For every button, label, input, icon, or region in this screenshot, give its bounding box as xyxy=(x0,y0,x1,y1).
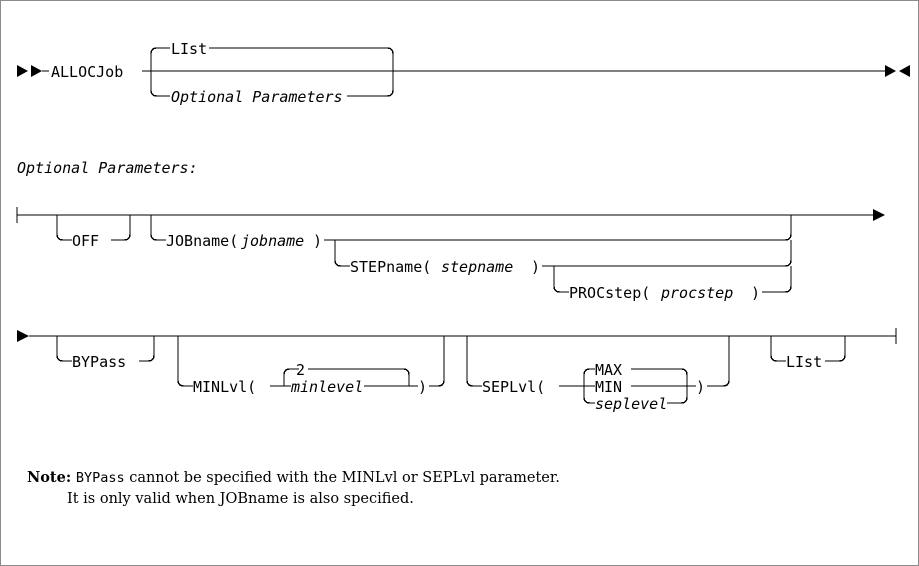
seplvl-max-up-left xyxy=(583,368,595,386)
minlvl-arg-label: minlevel xyxy=(290,378,363,396)
minlvl-default-up-left xyxy=(283,368,299,386)
off-branch-right xyxy=(111,215,131,241)
bypass-branch-left xyxy=(56,336,72,362)
note-line-1-rest: cannot be specified with the MINLvl or S… xyxy=(124,470,560,486)
note-label: Note: xyxy=(27,469,72,486)
command-label-allocjob: ALLOCJob xyxy=(51,63,123,81)
seplvl-min-label: MIN xyxy=(595,378,622,396)
option-arg-procstep: procstep xyxy=(660,284,733,302)
branch-down-left-optional xyxy=(150,71,170,97)
option-close-procstep: ) xyxy=(751,284,760,302)
option-close-stepname: ) xyxy=(531,258,540,276)
jobname-branch-left xyxy=(150,215,166,241)
seplvl-arg-down-right xyxy=(667,386,688,404)
jobname-branch-right xyxy=(324,215,792,241)
seplvl-arg-down-left xyxy=(583,386,595,404)
option-label-bypass: BYPass xyxy=(72,353,126,371)
seplvl-max-label: MAX xyxy=(595,361,622,379)
option-label-stepname: STEPname( xyxy=(350,258,431,276)
branch-up-left-list xyxy=(150,47,170,71)
note-mono-keyword: BYPass xyxy=(75,470,125,486)
option-arg-jobname: jobname xyxy=(241,232,304,250)
end-marker-triangle-left xyxy=(899,65,910,77)
diagram-row-optional-2: BYPass MINLvl( 2 minlevel ) SEPLvl( MAX xyxy=(17,328,897,413)
branch-down-right-optional xyxy=(347,71,394,97)
seplvl-arg-label: seplevel xyxy=(595,395,667,413)
alt-label-list-top: LIst xyxy=(171,40,207,58)
off-branch-left xyxy=(56,215,72,241)
list-bottom-branch-right xyxy=(825,336,846,362)
option-close-jobname: ) xyxy=(313,232,322,250)
start-marker-triangle-2 xyxy=(31,65,42,77)
minlvl-branch-right xyxy=(429,336,445,387)
bypass-branch-right xyxy=(139,336,155,362)
option-label-list-bottom: LIst xyxy=(786,353,822,371)
note-block: Note: BYPass cannot be specified with th… xyxy=(27,467,887,510)
procstep-branch-left xyxy=(553,266,569,293)
option-label-jobname: JOBname( xyxy=(166,232,238,250)
diagram-row-optional-1: OFF JOBname( jobname ) STEPname( stepnam… xyxy=(16,207,885,302)
branch-up-right-list xyxy=(209,47,394,71)
list-bottom-branch-left xyxy=(770,336,786,362)
note-line-1: Note: BYPass cannot be specified with th… xyxy=(27,467,887,489)
row2-end-arrow xyxy=(873,209,885,221)
section-heading-optional-parameters: Optional Parameters: xyxy=(17,159,198,177)
row3-start-arrow xyxy=(17,330,29,342)
procstep-branch-right xyxy=(762,266,792,293)
note-line-2: It is only valid when JOBname is also sp… xyxy=(67,491,414,507)
stepname-branch-right xyxy=(542,240,792,267)
option-label-off: OFF xyxy=(72,232,99,250)
option-label-procstep: PROCstep( xyxy=(569,284,650,302)
seplvl-branch-left xyxy=(466,336,482,387)
seplvl-max-up-right xyxy=(631,368,688,386)
option-arg-stepname: stepname xyxy=(441,258,513,276)
option-label-minlvl: MINLvl( xyxy=(193,378,256,396)
option-close-minlvl: ) xyxy=(418,378,427,396)
start-marker-triangle-1 xyxy=(17,65,28,77)
seplvl-branch-right xyxy=(707,336,730,387)
option-close-seplvl: ) xyxy=(696,378,705,396)
minlvl-default-label: 2 xyxy=(296,361,305,379)
alt-label-optional-parameters: Optional Parameters xyxy=(171,88,343,106)
option-label-seplvl: SEPLvl( xyxy=(482,378,545,396)
minlvl-branch-left xyxy=(177,336,193,387)
stepname-branch-left xyxy=(334,240,350,267)
end-marker-triangle-right xyxy=(885,65,896,77)
diagram-row-main: ALLOCJob LIst Optional Parameters xyxy=(17,40,910,106)
minlvl-default-up-right xyxy=(308,368,410,386)
